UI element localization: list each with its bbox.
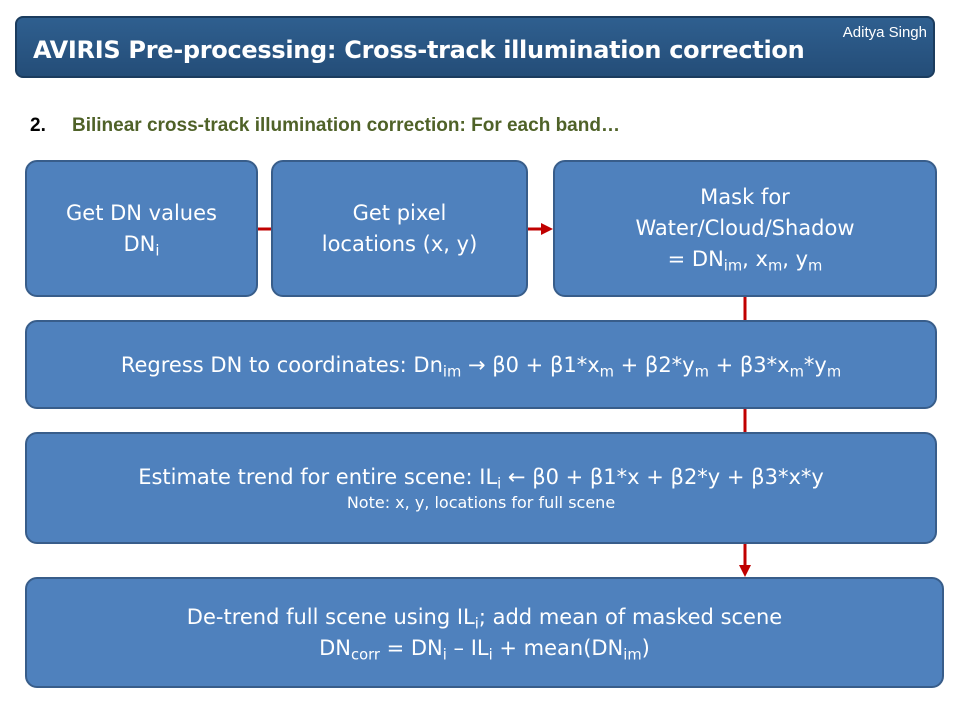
box-trend-note: Note: x, y, locations for full scene: [346, 493, 616, 512]
box-trend-line: Estimate trend for entire scene: ILi ← β…: [138, 465, 824, 493]
box-dn-line1: Get DN values: [66, 200, 217, 225]
step-number: 2.: [30, 115, 46, 136]
box-regress: Regress DN to coordinates: Dnim → β0 + β…: [25, 320, 937, 409]
arrowhead-trend-to-detrend: [739, 565, 751, 577]
box-get-pixel-locations: Get pixel locations (x, y): [271, 160, 528, 297]
author-name: Aditya Singh: [842, 24, 927, 41]
box-mask: Mask for Water/Cloud/Shadow = DNim, xm, …: [553, 160, 937, 297]
box-detrend-line1: De-trend full scene using ILi; add mean …: [186, 604, 783, 632]
box-loc-line1: Get pixel: [352, 200, 447, 225]
box-mask-line1: Mask for: [700, 185, 790, 209]
box-detrend-line2: DNcorr = DNi – ILi + mean(DNim): [319, 635, 650, 663]
box-estimate-trend: Estimate trend for entire scene: ILi ← β…: [25, 432, 937, 544]
step-heading: 2. Bilinear cross-track illumination corr…: [30, 115, 620, 137]
slide-title: AVIRIS Pre-processing: Cross-track illum…: [33, 36, 805, 64]
step-text: Bilinear cross-track illumination correc…: [72, 115, 620, 136]
box-regress-line: Regress DN to coordinates: Dnim → β0 + β…: [120, 352, 842, 380]
box-mask-line2: Water/Cloud/Shadow: [635, 216, 855, 240]
box-mask-line3: = DNim, xm, ym: [667, 247, 823, 275]
box-get-dn-values: Get DN values DNi: [25, 160, 258, 297]
box-loc-line2: locations (x, y): [321, 231, 478, 256]
title-bar: AVIRIS Pre-processing: Cross-track illum…: [15, 16, 935, 78]
box-dn-line2: DNi: [123, 231, 160, 259]
box-detrend: De-trend full scene using ILi; add mean …: [25, 577, 944, 688]
arrowhead-loc-to-mask: [541, 223, 553, 235]
